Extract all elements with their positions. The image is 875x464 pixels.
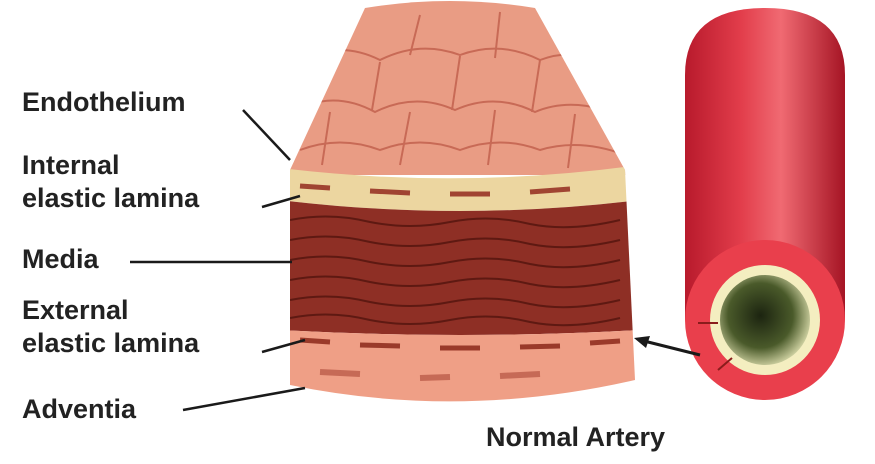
artery-tube bbox=[685, 8, 845, 400]
tissue-wedge bbox=[280, 0, 640, 420]
leader-lines bbox=[130, 110, 305, 410]
label-internal-line2: elastic lamina bbox=[22, 182, 199, 215]
label-media: Media bbox=[22, 243, 99, 276]
label-adventia: Adventia bbox=[22, 393, 136, 426]
label-internal-line1: Internal bbox=[22, 149, 120, 182]
label-endothelium: Endothelium bbox=[22, 86, 186, 119]
endothelium-layer bbox=[280, 0, 640, 175]
caption-normal-artery: Normal Artery bbox=[486, 422, 665, 453]
label-external-line1: External bbox=[22, 294, 129, 327]
label-external-line2: elastic lamina bbox=[22, 327, 199, 360]
